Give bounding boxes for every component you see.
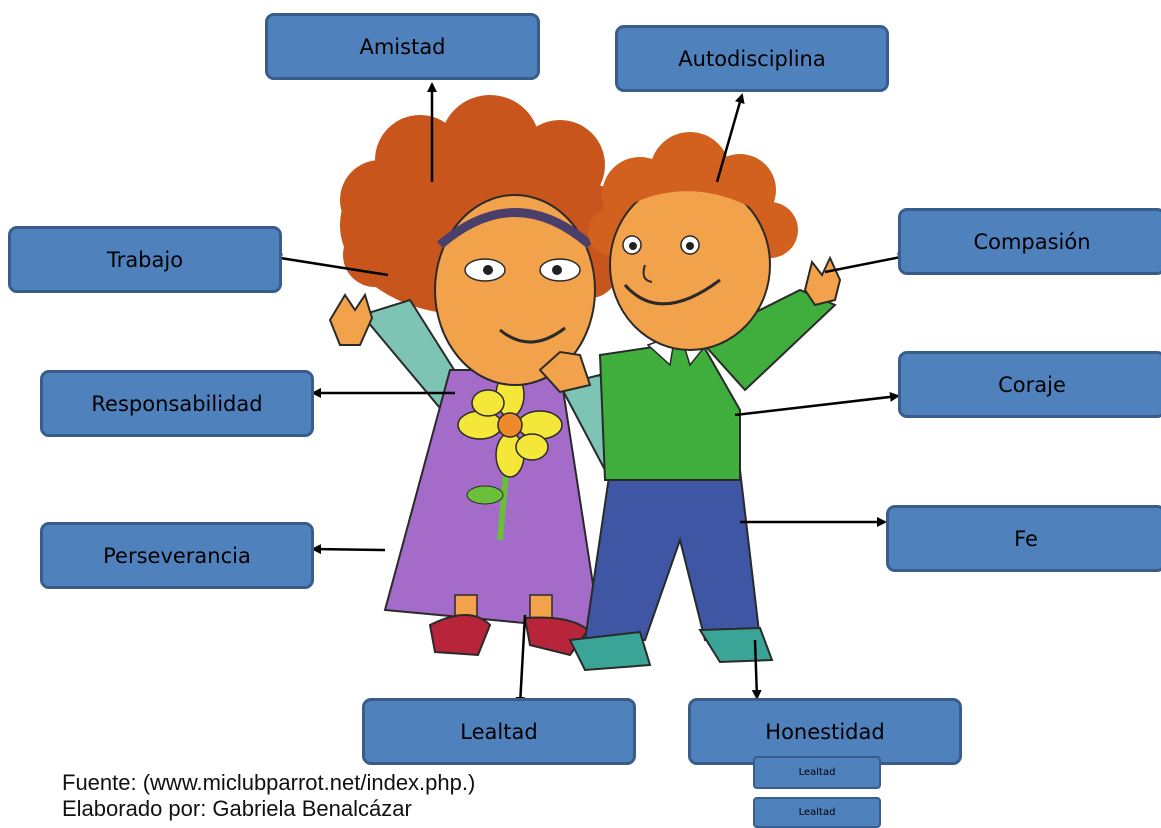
boy-pants <box>583 469 762 641</box>
flower <box>457 372 563 541</box>
box-compasion-label: Compasión <box>973 229 1091 254</box>
box-amistad-label: Amistad <box>359 34 446 59</box>
box-compasion: Compasión <box>898 208 1161 275</box>
box-honestidad: Honestidad <box>688 698 962 765</box>
box-autodisciplina-label: Autodisciplina <box>678 46 826 71</box>
box-lealtad-small-2-label: Lealtad <box>798 807 836 818</box>
box-fe-label: Fe <box>1014 526 1038 551</box>
box-trabajo: Trabajo <box>8 226 282 293</box>
box-lealtad: Lealtad <box>362 698 636 765</box>
box-trabajo-label: Trabajo <box>106 247 184 272</box>
box-lealtad-small-1: Lealtad <box>753 756 881 789</box>
box-perseverancia-label: Perseverancia <box>103 543 251 568</box>
box-autodisciplina: Autodisciplina <box>615 25 889 92</box>
box-lealtad-small-1-label: Lealtad <box>798 767 836 778</box>
box-perseverancia: Perseverancia <box>40 522 314 589</box>
box-amistad: Amistad <box>265 13 540 80</box>
box-fe: Fe <box>886 505 1161 572</box>
girl-face <box>434 194 596 386</box>
box-coraje: Coraje <box>898 351 1161 418</box>
caption-source: Fuente: (www.miclubparrot.net/index.php.… <box>62 770 476 795</box>
box-responsabilidad: Responsabilidad <box>40 370 314 437</box>
caption-author: Elaborado por: Gabriela Benalcázar <box>62 796 412 821</box>
box-coraje-label: Coraje <box>998 372 1066 397</box>
box-lealtad-label: Lealtad <box>460 719 538 744</box>
box-honestidad-label: Honestidad <box>765 719 885 744</box>
box-responsabilidad-label: Responsabilidad <box>91 391 263 416</box>
box-lealtad-small-2: Lealtad <box>753 797 881 828</box>
boy-face <box>609 179 771 351</box>
connector-arrows <box>272 82 908 707</box>
